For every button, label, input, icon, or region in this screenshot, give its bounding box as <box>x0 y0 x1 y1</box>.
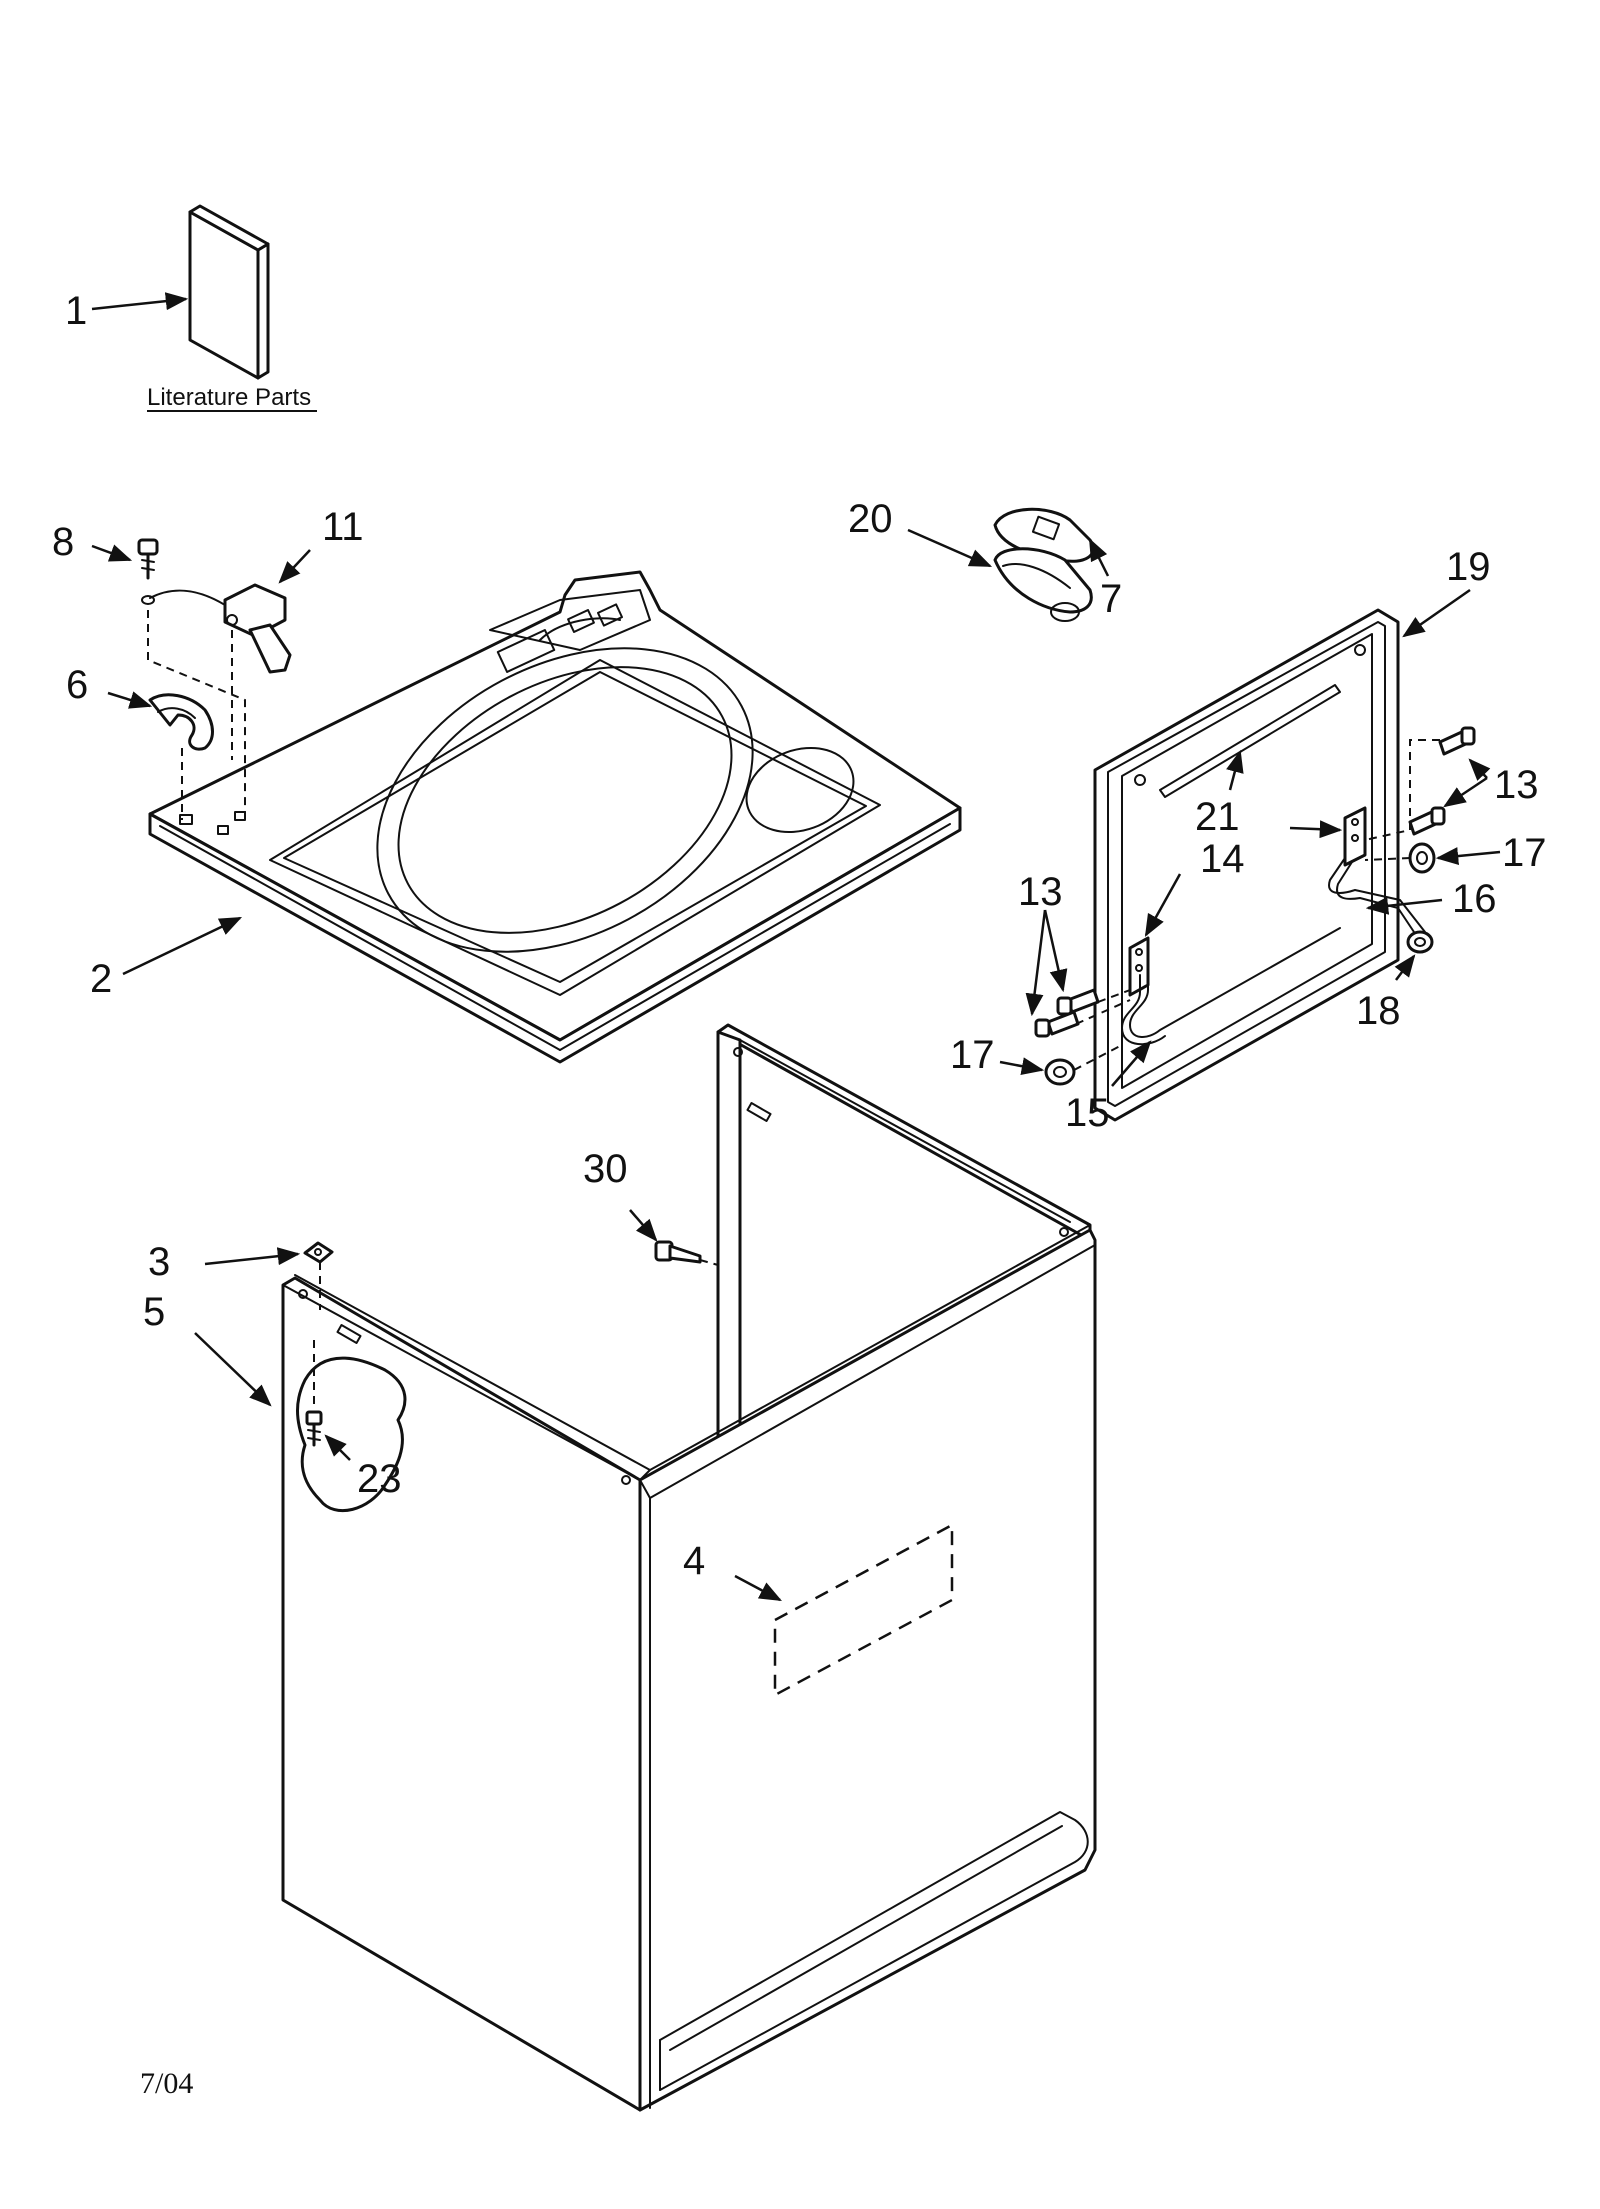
assembly-line-bushing-right <box>1364 857 1411 861</box>
leader-18 <box>1394 954 1416 981</box>
assembly-line-30 <box>699 1259 719 1266</box>
leader-2 <box>122 916 243 976</box>
assembly-line-8 <box>147 610 246 815</box>
leader-20 <box>907 528 993 568</box>
leader-11 <box>278 549 311 584</box>
leader-13-left-a <box>1043 909 1068 993</box>
literature-parts-booklet <box>188 204 270 380</box>
callout-19: 19 <box>1446 545 1491 589</box>
callout-8: 8 <box>52 520 74 564</box>
bushing-18 <box>1406 930 1434 954</box>
leader-14-left <box>1144 873 1182 937</box>
lid-switch-11 <box>149 583 292 674</box>
date-code: 7/04 <box>140 2067 193 2100</box>
callout-17-right: 17 <box>1502 831 1547 875</box>
callout-1: 1 <box>65 289 87 333</box>
callout-18: 18 <box>1356 989 1401 1033</box>
clip-nut-3 <box>303 1241 334 1264</box>
leader-16 <box>1365 896 1443 915</box>
callout-16: 16 <box>1452 877 1497 921</box>
lid-frame-19 <box>1093 608 1400 1122</box>
leader-21 <box>1226 749 1244 791</box>
callout-7: 7 <box>1100 577 1122 621</box>
hinge-right-14 <box>1343 806 1367 867</box>
leader-23 <box>324 1434 351 1461</box>
glass-strip-21 <box>1159 684 1341 798</box>
callout-17-left: 17 <box>950 1033 995 1077</box>
leader-17-right <box>1435 847 1501 866</box>
bushing-17-right <box>1408 842 1436 874</box>
callout-13-left: 13 <box>1018 870 1063 914</box>
callout-30: 30 <box>583 1147 628 1191</box>
cutaway-23 <box>296 1356 407 1513</box>
literature-caption: Literature Parts <box>147 384 311 411</box>
callout-11: 11 <box>322 505 364 549</box>
callout-3: 3 <box>148 1240 170 1284</box>
leader-1 <box>91 292 189 311</box>
callout-14: 14 <box>1200 837 1245 881</box>
leader-8 <box>91 544 133 562</box>
clip-6 <box>148 693 214 751</box>
callout-5: 5 <box>143 1290 165 1334</box>
leader-6 <box>107 691 153 709</box>
assembly-line-bushing-left <box>1073 1044 1123 1071</box>
screw-13-right-lower <box>1408 806 1446 836</box>
washer-top <box>148 570 962 1064</box>
leader-19 <box>1402 588 1471 638</box>
callout-15: 15 <box>1065 1091 1110 1135</box>
callout-20: 20 <box>848 497 893 541</box>
assembly-line-hinge-left-2 <box>1075 999 1131 1025</box>
leader-13-right-a <box>1468 758 1491 781</box>
callout-23: 23 <box>357 1457 402 1501</box>
callout-4: 4 <box>683 1539 705 1583</box>
leader-14-right <box>1289 820 1343 839</box>
leader-13-left-b <box>1025 909 1047 1017</box>
bushing-17-left <box>1044 1058 1076 1086</box>
assembly-line-hinge-right <box>1364 739 1440 841</box>
dispenser-cup-7 <box>993 547 1093 622</box>
leader-30 <box>629 1209 658 1242</box>
callout-13-right: 13 <box>1494 763 1539 807</box>
hinge-rod-16 <box>1328 857 1426 939</box>
leader-13-right-b <box>1443 776 1488 808</box>
callout-21: 21 <box>1195 795 1240 839</box>
leader-7 <box>1088 537 1110 577</box>
screw-13-right-upper <box>1438 726 1476 756</box>
leader-5 <box>194 1332 272 1407</box>
leader-3 <box>204 1247 301 1266</box>
callout-2: 2 <box>90 957 112 1001</box>
assembly-line-hinge-left <box>1097 989 1131 1003</box>
leader-15 <box>1111 1040 1152 1087</box>
screw-8 <box>137 538 159 605</box>
screw-30 <box>654 1240 702 1264</box>
screw-13-left-lower <box>1034 1010 1080 1038</box>
leader-4 <box>734 1574 782 1602</box>
screw-13-left-upper <box>1056 988 1100 1016</box>
leader-17-left <box>999 1057 1045 1076</box>
callout-6: 6 <box>66 663 88 707</box>
